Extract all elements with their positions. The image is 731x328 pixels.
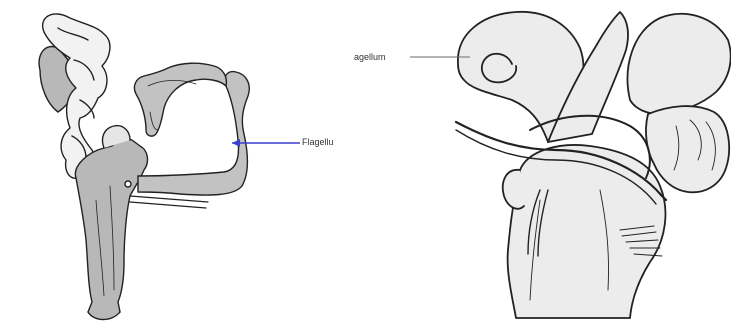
left-atrium-dot <box>125 181 131 187</box>
left-retractor <box>130 196 208 208</box>
left-figure <box>39 14 249 320</box>
left-flagellum-tip <box>134 63 226 136</box>
flagellum-label-right: agellum <box>354 52 386 62</box>
right-coiled-gland <box>646 106 729 192</box>
right-main-body <box>508 145 666 318</box>
left-main-body <box>75 139 147 316</box>
left-base-foot <box>88 312 120 320</box>
flagellum-label-left: Flagellu <box>302 137 334 147</box>
right-figure <box>456 12 731 318</box>
right-balloon <box>628 14 731 114</box>
